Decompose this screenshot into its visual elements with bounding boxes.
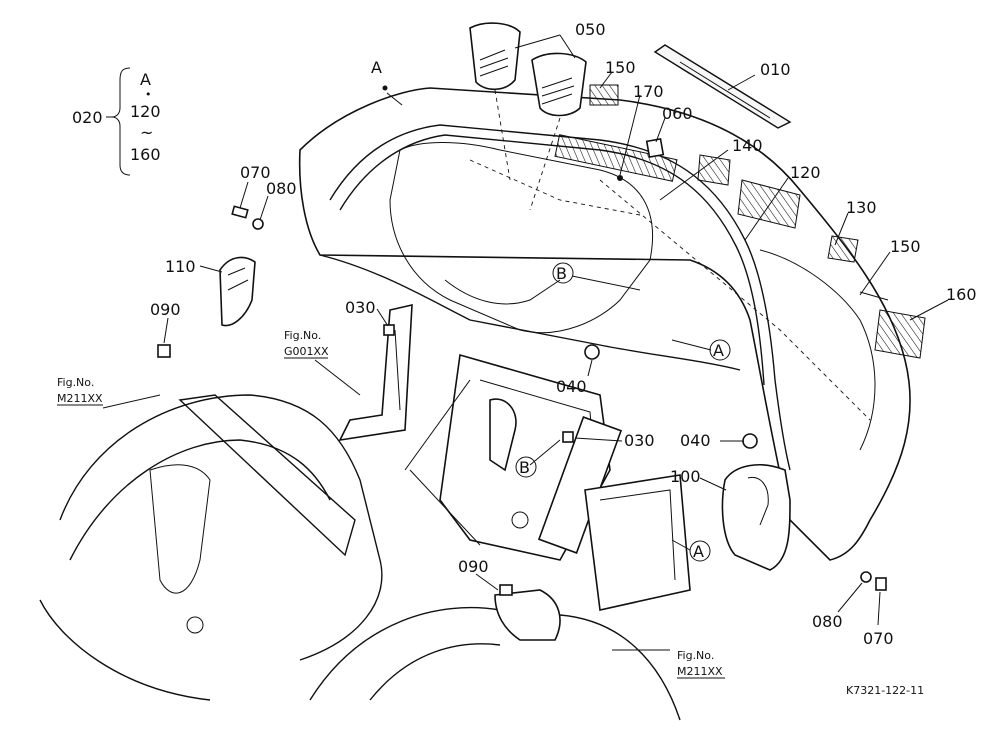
part-label-090-bottom: 090 [458, 557, 489, 576]
part-label-040-center: 040 [556, 377, 587, 396]
fender-bottom [309, 589, 681, 721]
part-label-110: 110 [165, 257, 196, 276]
ref-m211-left-line2: M211XX [57, 392, 103, 405]
part-label-040-right: 040 [680, 431, 711, 450]
group-top: A [140, 70, 151, 89]
ref-m211-bottom-line2: M211XX [677, 665, 723, 678]
group-bottom: 160 [130, 145, 161, 164]
center-frame [404, 353, 691, 611]
marker-b-low-circle [515, 456, 537, 478]
part-label-030-left: 030 [345, 298, 376, 317]
part-labels: 050 010 150 170 060 140 120 130 150 160 … [150, 20, 977, 648]
marker-a-mid: A [713, 341, 724, 360]
fender-left [39, 394, 383, 701]
part-label-150-right: 150 [890, 237, 921, 256]
part-label-090-top: 090 [150, 300, 181, 319]
group-tilde: ~ [140, 123, 153, 142]
group-020: 020 A • 120 ~ 160 [72, 67, 161, 176]
drawing-code: K7321-122-11 [846, 684, 924, 697]
part-label-030-center: 030 [624, 431, 655, 450]
side-panel-100 [721, 464, 791, 571]
ref-g001-line1: Fig.No. [284, 329, 321, 342]
ref-m211-bottom-line1: Fig.No. [677, 649, 714, 662]
leader-lines [102, 34, 949, 651]
letter-markers: A A A B B [371, 58, 731, 562]
support-bar-030 [338, 303, 413, 442]
marker-a-top: A [371, 58, 382, 77]
ref-g001-line2: G001XX [284, 345, 329, 358]
fasteners [157, 205, 887, 596]
marker-a-low: A [693, 542, 704, 561]
group-label: 020 [72, 108, 103, 127]
ref-m211-left-line1: Fig.No. [57, 376, 94, 389]
part-label-140: 140 [732, 136, 763, 155]
part-label-080-right: 080 [812, 612, 843, 631]
group-mid: 120 [130, 102, 161, 121]
part-label-170: 170 [633, 82, 664, 101]
part-label-130: 130 [846, 198, 877, 217]
part-label-050: 050 [575, 20, 606, 39]
panel-010 [653, 44, 792, 129]
part-label-150-top: 150 [605, 58, 636, 77]
part-label-060: 060 [662, 104, 693, 123]
part-label-120: 120 [790, 163, 821, 182]
part-060-shape [645, 137, 665, 159]
group-dot: • [145, 88, 152, 101]
part-label-100: 100 [670, 467, 701, 486]
part-label-010: 010 [760, 60, 791, 79]
bracket-110 [219, 256, 256, 327]
marker-b-top-circle [552, 262, 574, 284]
cup-holders [469, 22, 587, 211]
part-label-070-left: 070 [240, 163, 271, 182]
marker-b-low: B [519, 458, 530, 477]
part-label-080-left: 080 [266, 179, 297, 198]
marker-a-mid-circle [709, 339, 731, 361]
part-label-070-right: 070 [863, 629, 894, 648]
marker-a-low-circle [689, 540, 711, 562]
figure-references: Fig.No. G001XX Fig.No. M211XX Fig.No. M2… [57, 329, 725, 679]
marker-b-top: B [556, 264, 567, 283]
part-label-160: 160 [946, 285, 977, 304]
